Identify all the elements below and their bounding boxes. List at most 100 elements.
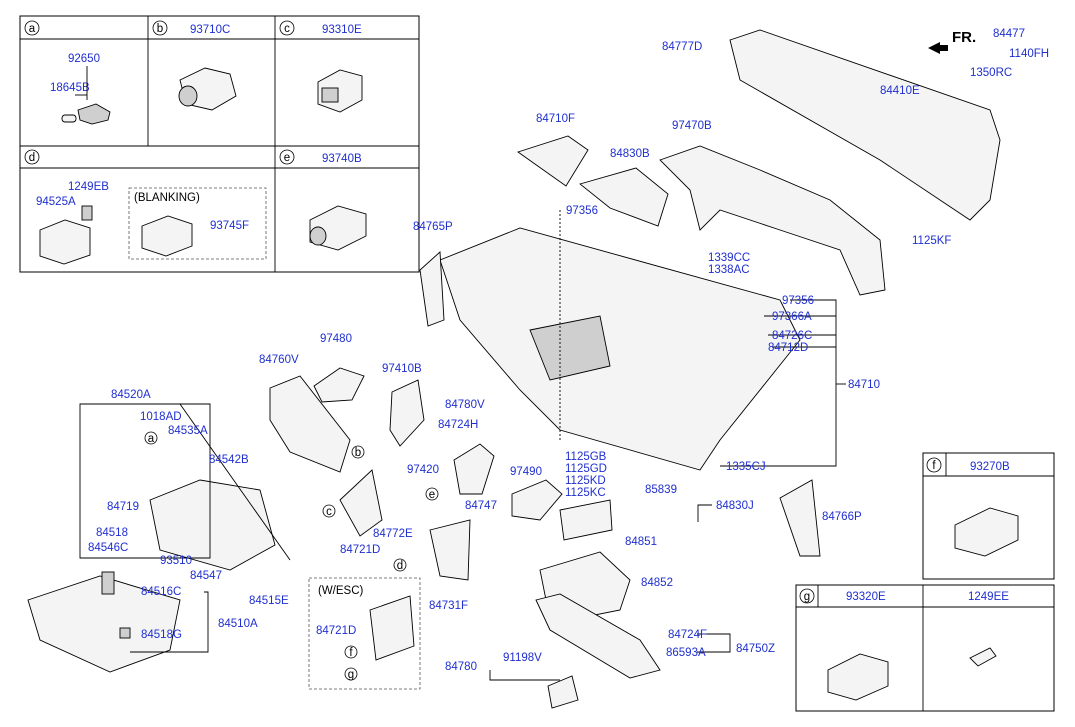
screw-part — [969, 647, 997, 667]
inset-box-e: e 93740B — [279, 149, 367, 251]
pad-84516C — [101, 571, 115, 595]
inset-box-f: f 93270B — [922, 452, 1055, 580]
part-label: 1335CJ — [726, 461, 766, 473]
part-label: 1125KC — [565, 487, 606, 499]
part-label: 97410B — [382, 363, 422, 375]
callout-circle — [279, 149, 295, 165]
glovebox-housing — [149, 479, 276, 571]
part-label: 84830J — [716, 500, 754, 512]
callout-circle — [24, 149, 40, 165]
part-label: 84760V — [259, 354, 299, 366]
lower-panel-84760V — [269, 375, 351, 473]
callout-letter: a — [29, 23, 36, 35]
side-cover-84765P — [419, 251, 445, 327]
callout-letter: c — [326, 506, 332, 518]
part-label: 84731F — [429, 600, 468, 612]
switch-face — [178, 85, 198, 107]
callout-letter: d — [29, 152, 35, 164]
vent-97420 — [453, 443, 495, 495]
part-label: 84724H — [438, 419, 478, 431]
part-label: 84766P — [822, 511, 862, 523]
part-label: 18645B — [50, 82, 90, 94]
inset-box-g: g 93320E 1249EE — [795, 584, 1055, 712]
main-callouts: a b c d e f g — [144, 431, 439, 681]
part-label: 84721D — [316, 625, 356, 637]
callout-letter: a — [148, 433, 155, 445]
part-label: 84510A — [218, 618, 258, 630]
glovebox-part — [27, 575, 181, 673]
part-label: 84516C — [141, 586, 181, 598]
part-label: 84719 — [107, 501, 139, 513]
callout-circle — [24, 20, 40, 36]
part-label: 84515E — [249, 595, 289, 607]
cover-84830B — [579, 167, 669, 227]
part-label: 84520A — [111, 389, 151, 401]
part-label: 84724F — [668, 629, 707, 641]
clip-part — [61, 114, 77, 123]
vent-97480 — [313, 367, 365, 403]
part-label: 84542B — [209, 454, 249, 466]
part-label: 84726C — [772, 330, 812, 342]
part-label: 84765P — [413, 221, 453, 233]
part-label: 97420 — [407, 464, 439, 476]
vent-97410B — [389, 379, 425, 447]
part-label: 84747 — [465, 500, 497, 512]
callout-circle — [152, 20, 168, 36]
part-label: 84830B — [610, 148, 650, 160]
crash-pad-part — [439, 227, 801, 471]
part-label: 93740B — [322, 153, 362, 165]
part-label: 93310E — [322, 24, 362, 36]
part-label: 97356 — [566, 205, 598, 217]
part-label: 93510 — [160, 555, 192, 567]
part-label: 1125GB — [565, 451, 607, 463]
inset-grid-top-left: a 92650 18645B b 93710C c 93310E — [19, 15, 420, 273]
side-cover-84766P — [779, 479, 821, 557]
part-label: 84851 — [625, 536, 657, 548]
part-label: 84852 — [641, 577, 673, 589]
part-label: 84712D — [768, 342, 808, 354]
callout-letter: e — [429, 489, 435, 501]
switch-face — [309, 226, 327, 246]
switch-part — [827, 653, 889, 701]
part-label: 86593A — [666, 647, 706, 659]
part-label: 84777D — [662, 41, 702, 53]
part-label: 97480 — [320, 333, 352, 345]
part-label: 84750Z — [736, 643, 775, 655]
part-label: 84721D — [340, 544, 380, 556]
part-label: 97366A — [772, 311, 812, 323]
callout-letter: b — [157, 23, 163, 35]
callout-letter: b — [355, 447, 361, 459]
inset-box-d: d 1249EB 94525A (BLANKING) 93745F — [24, 149, 267, 265]
air-duct-part — [659, 145, 886, 296]
blanking-label: (BLANKING) — [134, 192, 200, 204]
part-label: 84710 — [848, 379, 880, 391]
part-label: 92650 — [68, 53, 100, 65]
callout-letter: e — [284, 152, 290, 164]
part-label: 1140FH — [1009, 48, 1049, 60]
inset-box-b: b 93710C — [152, 20, 237, 111]
inset-box-c: c 93310E — [279, 20, 363, 113]
part-label: 85839 — [645, 484, 677, 496]
callout-letter: d — [397, 560, 403, 572]
part-label: 84518 — [96, 527, 128, 539]
part-label: 84518G — [141, 629, 182, 641]
part-label: 1249EB — [68, 181, 109, 193]
part-label: 97356 — [782, 295, 814, 307]
part-label: 97470B — [672, 120, 712, 132]
front-arrow-icon — [928, 42, 948, 54]
callout-circle — [279, 20, 295, 36]
bracket-part — [77, 103, 111, 125]
callout-letter: g — [348, 669, 354, 681]
part-label: 84710F — [536, 113, 575, 125]
leader-lines — [79, 210, 846, 681]
clip-84518G — [119, 627, 131, 639]
part-label: 84780 — [445, 661, 477, 673]
fascia-84721D — [339, 469, 383, 537]
callout-letter: c — [284, 23, 290, 35]
fascia-84731F — [429, 519, 471, 581]
part-label: 84547 — [190, 570, 222, 582]
switch-face — [321, 87, 339, 103]
vent-97490 — [511, 479, 563, 521]
callout-circle — [799, 588, 815, 604]
